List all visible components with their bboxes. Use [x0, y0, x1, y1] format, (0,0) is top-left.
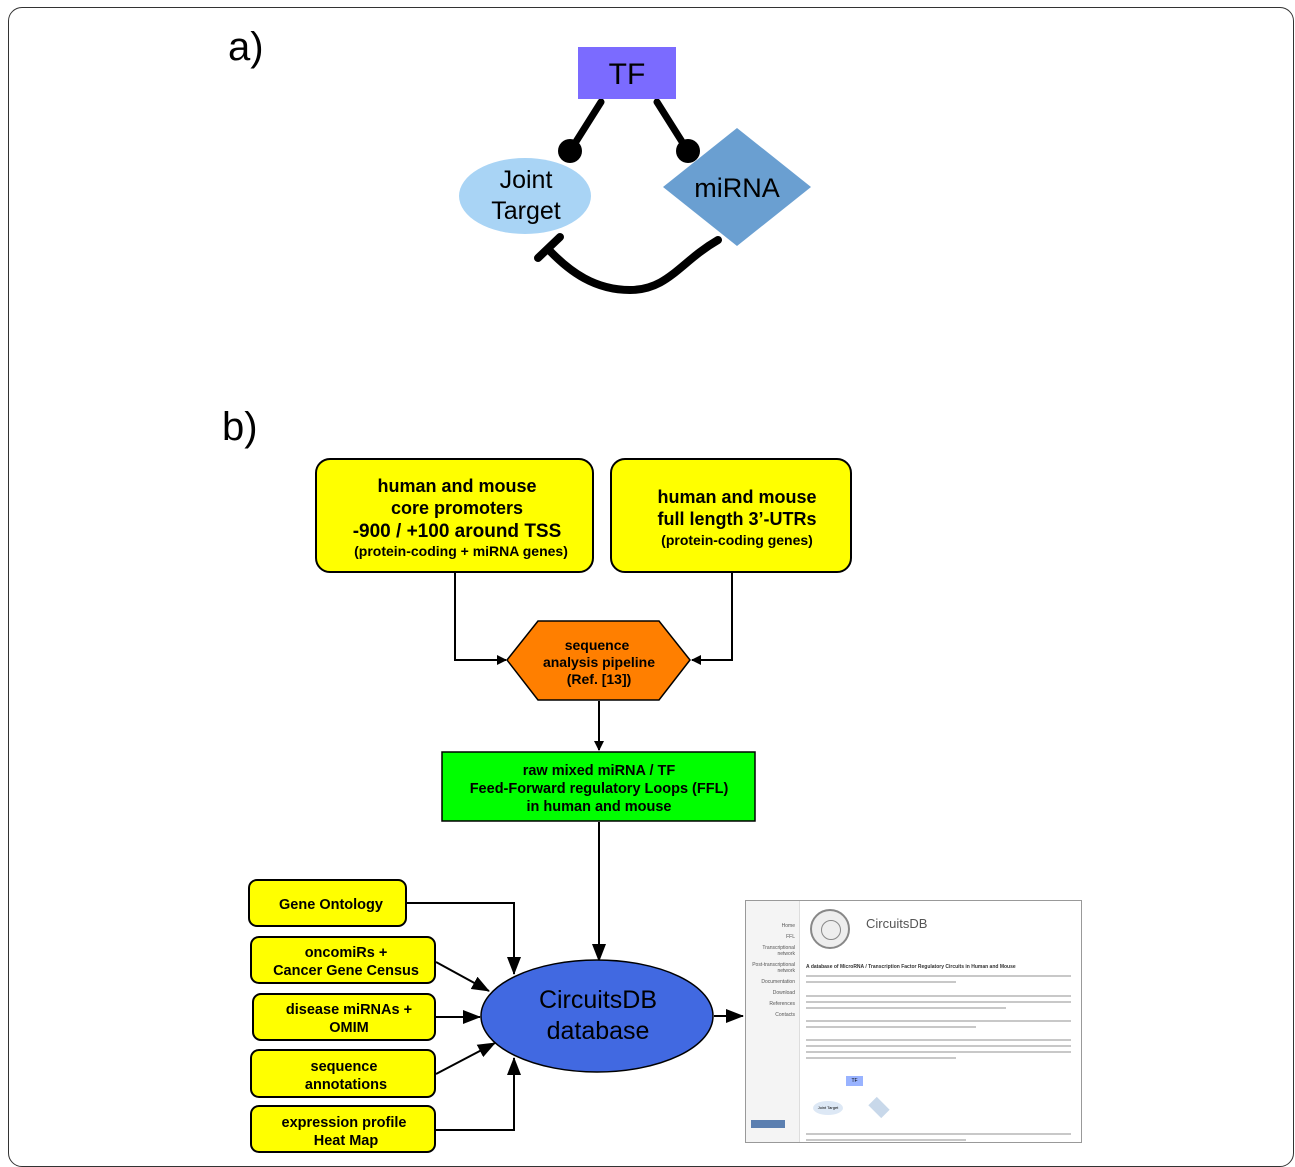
- website-text-line: [806, 1133, 1071, 1135]
- website-heading: A database of MicroRNA / Transcription F…: [806, 964, 1016, 970]
- promoters-box: [315, 458, 594, 573]
- input-box-expression-profile: [250, 1105, 436, 1153]
- arrow-expression-database: [436, 1057, 521, 1131]
- input-box-oncomirs: [250, 936, 436, 984]
- promoters-line-2: core promoters: [391, 498, 523, 518]
- website-text-line: [806, 995, 1071, 997]
- joint-target-node: [459, 158, 591, 234]
- joint-target-label-2: Target: [491, 197, 561, 225]
- website-nav-transcriptional: Transcriptional network: [762, 945, 795, 957]
- promoters-line-1: human and mouse: [377, 476, 536, 496]
- tf-node-label: TF: [609, 58, 646, 91]
- website-sidebar: Home FFL Transcriptional network Post-tr…: [746, 901, 800, 1142]
- website-text-line: [806, 1045, 1071, 1047]
- pipeline-hexagon: [506, 620, 691, 701]
- input-expression-line-2: Heat Map: [314, 1133, 379, 1149]
- ffl-line-1: raw mixed miRNA / TF: [523, 763, 676, 779]
- input-oncomirs-line-2: Cancer Gene Census: [273, 963, 419, 979]
- edge-tf-mirna: [653, 98, 690, 152]
- input-box-sequence-annotations: [250, 1049, 436, 1098]
- arrow-sequence-database: [435, 1042, 496, 1075]
- university-seal-icon: [810, 909, 850, 949]
- promoters-line-3: -900 / +100 around TSS: [353, 521, 562, 542]
- pipeline-line-3: (Ref. [13]): [567, 671, 632, 687]
- input-disease-mirnas-line-2: OMIM: [329, 1020, 368, 1036]
- promoters-line-4: (protein-coding + miRNA genes): [354, 543, 568, 559]
- input-box-disease-mirnas: [252, 993, 436, 1041]
- arrow-oncomirs-database: [435, 961, 490, 992]
- database-node: [480, 959, 714, 1073]
- joint-target-label-1: Joint: [500, 166, 553, 194]
- panel-a-label: a): [228, 25, 264, 69]
- website-text-line: [806, 1026, 976, 1028]
- website-thumbnail: Home FFL Transcriptional network Post-tr…: [745, 900, 1082, 1143]
- utrs-line-2: full length 3’-UTRs: [658, 509, 817, 529]
- website-text-line: [806, 1007, 1006, 1009]
- website-mini-joint-target: Joint Target: [813, 1101, 843, 1115]
- input-disease-mirnas-line-1: disease miRNAs +: [286, 1002, 412, 1018]
- ffl-box: [441, 751, 756, 822]
- website-nav-ffl: FFL: [786, 934, 795, 940]
- mirna-node-label: miRNA: [694, 173, 780, 203]
- arrow-gene-ontology-database: [407, 902, 521, 975]
- edge-tf-joint-target: [568, 98, 605, 152]
- ffl-line-2: Feed-Forward regulatory Loops (FFL): [470, 781, 729, 797]
- website-mini-tf: TF: [846, 1076, 863, 1086]
- ffl-line-3: in human and mouse: [526, 799, 671, 815]
- input-box-gene-ontology: [248, 879, 407, 927]
- website-text-line: [806, 1001, 1071, 1003]
- website-nav-contacts: Contacts: [775, 1012, 795, 1018]
- database-line-1: CircuitsDB: [539, 986, 657, 1014]
- edge-tf-joint-target-head: [558, 139, 582, 163]
- website-badge: [751, 1120, 785, 1128]
- pipeline-line-1: sequence: [565, 637, 630, 653]
- input-expression-line-1: expression profile: [282, 1115, 407, 1131]
- edge-mirna-joint-target-repression: [545, 236, 722, 295]
- utrs-line-3: (protein-coding genes): [661, 532, 813, 548]
- website-mini-mirna: [868, 1096, 890, 1119]
- input-sequence-line-1: sequence: [311, 1059, 378, 1075]
- website-nav-post-transcriptional: Post-transcriptional network: [752, 962, 795, 974]
- website-nav-home: Home: [781, 923, 795, 929]
- website-text-line: [806, 1051, 1071, 1053]
- input-gene-ontology-label: Gene Ontology: [279, 897, 383, 913]
- edge-tf-mirna-head: [676, 139, 700, 163]
- website-nav-references: References: [769, 1001, 795, 1007]
- website-text-line: [806, 1057, 956, 1059]
- arrow-utrs-pipeline: [691, 573, 733, 665]
- website-text-line: [806, 1039, 1071, 1041]
- website-title: CircuitsDB: [866, 916, 928, 931]
- website-text-line: [806, 1020, 1071, 1022]
- tf-node: [578, 47, 676, 99]
- input-sequence-line-2: annotations: [305, 1077, 387, 1093]
- website-nav-download: Download: [772, 990, 795, 996]
- utrs-line-1: human and mouse: [657, 487, 816, 507]
- pipeline-line-2: analysis pipeline: [543, 654, 655, 670]
- website-text-line: [806, 1139, 966, 1141]
- database-line-2: database: [547, 1017, 650, 1045]
- website-text-line: [806, 981, 956, 983]
- input-oncomirs-line-1: oncomiRs +: [305, 945, 388, 961]
- website-nav-documentation: Documentation: [761, 979, 795, 985]
- arrow-promoters-pipeline: [454, 573, 507, 665]
- mirna-node: [663, 128, 811, 246]
- repression-bar: [534, 233, 564, 262]
- panel-b-label: b): [222, 405, 258, 449]
- website-text-line: [806, 975, 1071, 977]
- utrs-box: [610, 458, 852, 573]
